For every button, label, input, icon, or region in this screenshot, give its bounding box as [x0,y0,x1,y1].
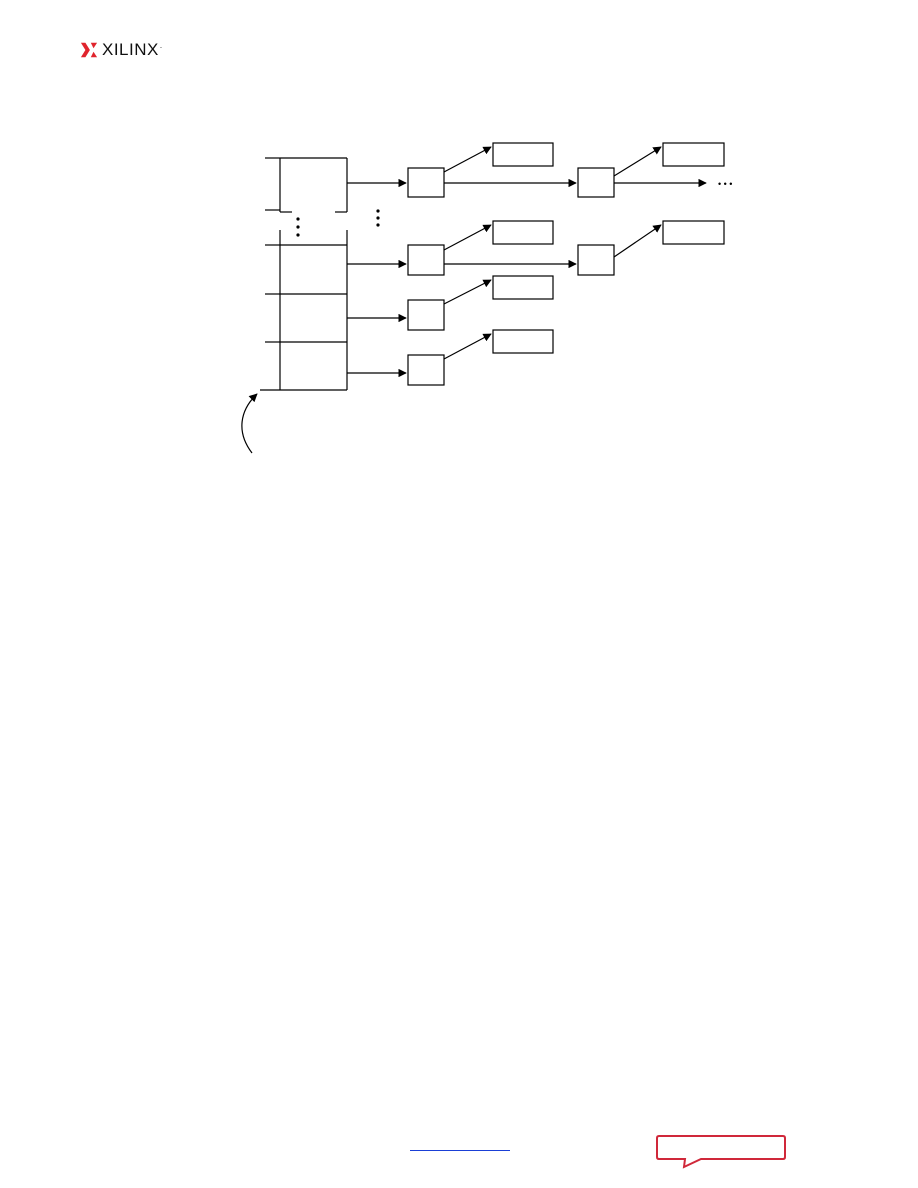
feedback-speech-bubble-icon[interactable] [656,1134,786,1170]
data-arrow [443,333,492,360]
address-ticks [260,157,280,391]
list-node [407,299,445,331]
list-node [407,354,445,386]
curved-pointer-arrow [241,393,258,454]
footer-link[interactable] [410,1138,510,1151]
continuation-ellipsis: • • • [718,179,732,189]
data-arrow [443,224,492,251]
data-box [492,142,554,167]
ellipsis-dots [296,209,380,237]
list-node [577,167,615,198]
list-node [407,244,445,276]
data-box [492,275,554,300]
data-arrow [613,224,662,258]
data-box [662,142,725,167]
xilinx-logo: XILINX. [80,38,163,62]
data-box [492,329,554,354]
data-arrow [443,146,492,173]
bucket-array [279,157,348,391]
list-node [407,167,445,198]
logo-text: XILINX. [102,40,163,59]
xilinx-x-mark-icon [80,42,98,58]
data-arrow [613,146,662,177]
list-node [577,244,615,276]
data-box [492,220,554,245]
data-box [662,220,725,245]
data-arrow [443,279,492,305]
